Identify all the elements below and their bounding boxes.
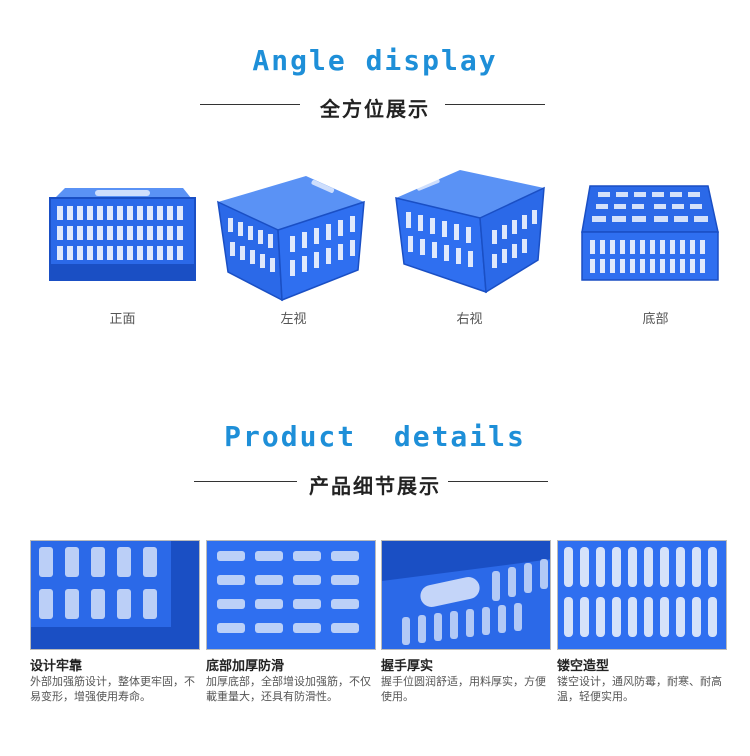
view-front: 正面: [35, 160, 210, 340]
divider-right: [445, 104, 545, 105]
divider-right: [448, 481, 548, 482]
crate-right-image: [395, 170, 545, 294]
view-bottom: 底部: [568, 160, 743, 340]
view-label-front: 正面: [109, 312, 136, 327]
view-label-bottom: 底部: [642, 312, 669, 327]
angle-display-title: Angle display: [252, 44, 498, 77]
view-label-left: 左视: [280, 312, 307, 327]
detail-photo-handle: [381, 540, 551, 650]
divider-left: [194, 481, 297, 482]
details-subtitle-row: 产品细节展示: [0, 470, 750, 498]
view-right: 右视: [382, 160, 557, 340]
detail-desc-2: 加厚底部，全部增设加强筋，不仅載重量大，还具有防滑性。: [206, 675, 371, 703]
detail-title-4: 镂空造型: [557, 659, 610, 674]
angle-subtitle: 全方位展示: [320, 97, 430, 121]
details-subtitle: 产品细节展示: [309, 474, 441, 498]
angle-subtitle-row: 全方位展示: [0, 93, 750, 121]
crate-front-image: [49, 188, 196, 281]
detail-title-3: 握手厚实: [381, 659, 434, 674]
detail-photo-bottom: [206, 540, 376, 650]
crate-left-image: [217, 176, 365, 302]
view-label-right: 右视: [456, 312, 483, 327]
detail-desc-4: 镂空设计，通风防霉，耐寒、耐高温，轻便实用。: [557, 675, 722, 703]
detail-photo-hollow: [557, 540, 727, 650]
product-details-title: Product details: [224, 420, 526, 453]
crate-bottom-image: [581, 185, 719, 281]
detail-desc-3: 握手位圆润舒适，用料厚实，方便使用。: [381, 675, 546, 703]
detail-title-1: 设计牢靠: [30, 659, 83, 674]
view-left: 左视: [206, 160, 381, 340]
detail-title-2: 底部加厚防滑: [206, 659, 285, 674]
detail-desc-1: 外部加强筋设计，整体更牢固，不易变形，增强使用寿命。: [30, 675, 195, 703]
detail-photo-reinforced: [30, 540, 200, 650]
divider-left: [200, 104, 300, 105]
